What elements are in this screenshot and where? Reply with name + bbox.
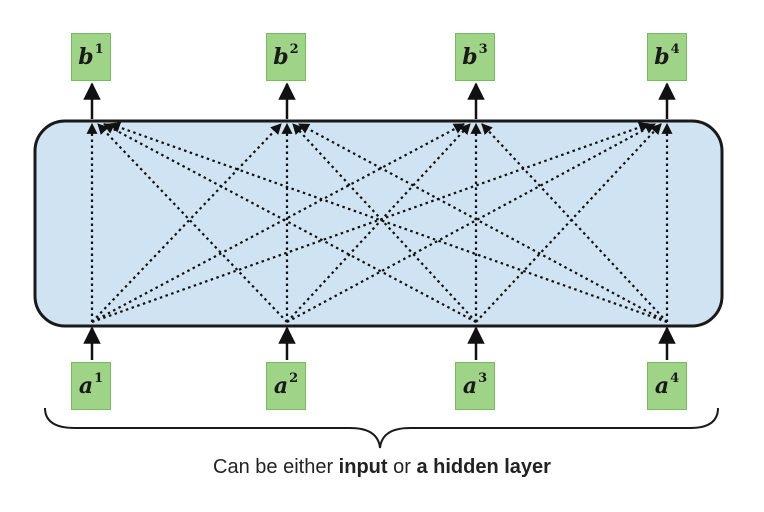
curly-brace [44, 407, 719, 449]
caption-prefix: Can be either [213, 456, 339, 478]
connection-a1-b3 [91, 123, 465, 323]
caption-middle: or [387, 456, 417, 478]
connection-a1-b4 [91, 122, 651, 324]
connection-a3-b1 [103, 123, 477, 323]
caption: Can be either input or a hidden layer [0, 456, 764, 479]
connection-a1-b2 [91, 123, 282, 323]
connection-a2-b1 [97, 123, 288, 323]
caption-input: input [338, 456, 388, 478]
connection-a4-b2 [298, 123, 668, 323]
caption-hidden-layer: a hidden layer [416, 456, 551, 478]
io-arrows [83, 82, 676, 360]
connection-a4-b1 [108, 122, 668, 324]
attention-connections [86, 122, 673, 324]
connection-a2-b4 [286, 123, 656, 323]
